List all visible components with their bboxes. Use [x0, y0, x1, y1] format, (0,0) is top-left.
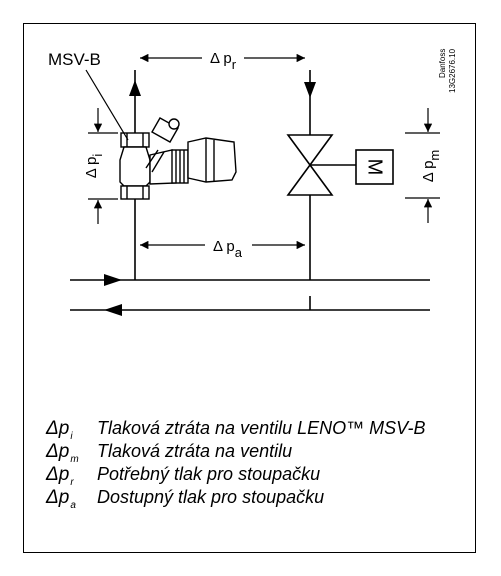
valve-label: MSV-B	[48, 50, 101, 69]
motor-label: M	[364, 159, 386, 176]
dp-r-label: Δ pr	[210, 50, 237, 72]
danfoss-code-name: Danfoss	[438, 49, 447, 78]
dp-i-label: Δ pi	[83, 154, 105, 179]
legend-symbol: Δpa	[46, 487, 76, 511]
left-riser-flow-arrow	[129, 80, 141, 96]
dp-m-dimension	[405, 108, 440, 223]
legend-description: Potřebný tlak pro stoupačku	[97, 464, 321, 484]
valve-leader-line	[85, 69, 129, 141]
actuator-box: M	[355, 149, 394, 185]
msv-b-valve	[119, 117, 237, 200]
return-flow-arrow	[104, 304, 122, 316]
danfoss-code-number: 13G2676.10	[448, 48, 457, 93]
figure-frame	[23, 23, 476, 553]
legend-symbol: Δpi	[46, 418, 73, 442]
right-riser-flow-arrow	[304, 82, 316, 98]
control-valve	[286, 134, 356, 196]
dp-a-label: Δ pa	[213, 238, 243, 260]
legend-description: Tlaková ztráta na ventilu LENO™ MSV-B	[97, 418, 426, 438]
dp-i-dimension	[88, 108, 118, 224]
legend-description: Tlaková ztráta na ventilu	[97, 441, 293, 461]
legend: Δpi Tlaková ztráta na ventilu LENO™ MSV-…	[46, 418, 486, 511]
legend-row: Δpi Tlaková ztráta na ventilu LENO™ MSV-…	[46, 418, 486, 442]
legend-symbol: Δpr	[46, 464, 74, 488]
legend-row: Δpm Tlaková ztráta na ventilu	[46, 441, 486, 465]
legend-symbol: Δpm	[46, 441, 79, 465]
legend-row: Δpr Potřebný tlak pro stoupačku	[46, 464, 486, 488]
supply-flow-arrow	[104, 274, 122, 286]
dp-m-label: Δ pm	[420, 150, 442, 183]
legend-description: Dostupný tlak pro stoupačku	[97, 487, 325, 507]
legend-row: Δpa Dostupný tlak pro stoupačku	[46, 487, 486, 511]
